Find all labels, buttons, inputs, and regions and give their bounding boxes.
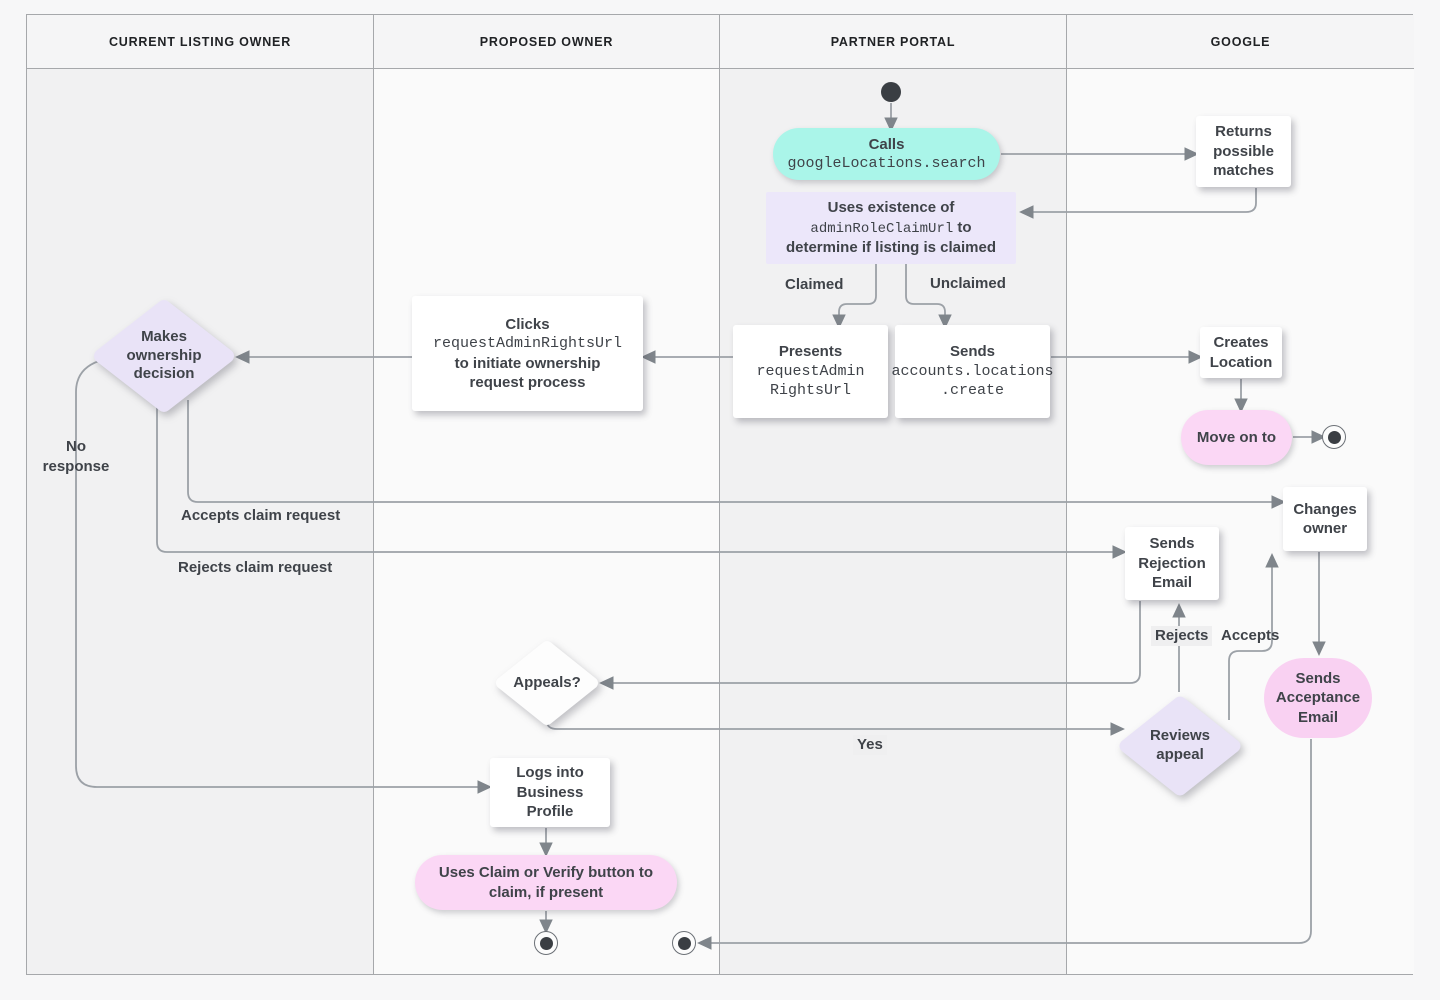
edge-label-rejects-claim-request: Rejects claim request [178,559,333,576]
node-title: Sends [949,343,995,361]
node-code-line1: requestAdmin [756,362,865,380]
node-makes-ownership-decision: Makes ownership decision [92,298,236,414]
node-sends-acceptance-email: Sends Acceptance Email [1264,658,1372,738]
node-clicks-requestadminrightsurl: Clicks requestAdminRightsUrl to initiate… [412,296,643,411]
node-code-line2: .create [940,382,1004,400]
node-uses-claim-or-verify: Uses Claim or Verify button to claim, if… [415,855,677,910]
node-title: Clicks [505,315,550,333]
end-node-proposed-owner [534,931,558,955]
edge-label-claimed: Claimed [785,276,844,293]
node-move-on-to: Move on to [1181,410,1292,465]
node-line2: to initiate ownership [454,354,601,372]
node-text: Returns possible matches [1213,123,1274,180]
node-text: Makes ownership decision [126,327,202,383]
edge-label-no-response: No response [42,438,110,476]
node-code: requestAdminRightsUrl [432,335,623,352]
edge-acceptance-to-end [697,739,1312,950]
lane-title: GOOGLE [1210,34,1271,49]
edge-rejects-claim [156,404,1127,559]
end-node-google [1322,425,1346,449]
node-returns-possible-matches: Returns possible matches [1196,116,1291,187]
node-calls-googlelocations-search: Calls googleLocations.search [773,128,1000,180]
node-line3: request process [469,374,586,391]
lane-header-partner-portal: PARTNER PORTAL [720,15,1067,69]
edge-label-unclaimed: Unclaimed [930,275,1006,292]
node-text: Creates Location [1209,334,1273,371]
edge-unclaimed-branch [905,264,952,329]
start-node [881,82,901,102]
node-code-line1: accounts.locations [891,362,1054,380]
edge-reviews-accepts [1228,553,1279,720]
note-line1: Uses existence of [827,199,955,217]
node-text: Reviews appeal [1149,727,1211,763]
lane-header-google: GOOGLE [1067,15,1414,69]
node-creates-location: Creates Location [1200,327,1282,378]
edge-rejection-to-appeals [599,601,1141,690]
node-text: Changes owner [1293,500,1357,538]
edge-label-rejects: Rejects [1151,626,1213,647]
node-text: Uses Claim or Verify button to claim, if… [438,864,654,901]
note-line2-suffix: to [953,218,972,236]
lane-header-current-listing-owner: CURRENT LISTING OWNER [27,15,374,69]
node-text: Logs into Business Profile [516,764,584,821]
edge-label-accepts: Accepts [1221,627,1280,644]
edge-appeals-yes-to-reviews [546,718,1125,736]
node-appeals-decision: Appeals? [495,640,599,726]
node-code-line2: RightsUrl [769,382,851,400]
node-logs-into-business-profile: Logs into Business Profile [490,758,610,827]
node-title: Presents [778,343,843,361]
node-code: googleLocations.search [787,155,986,172]
node-title: Calls [868,135,905,153]
note-line3: determine if listing is claimed [785,239,997,257]
node-reviews-appeal: Reviews appeal [1118,695,1242,797]
node-text: Move on to [1196,428,1277,446]
node-sends-accounts-locations-create: Sends accounts.locations .create [891,325,1054,418]
lane-title: CURRENT LISTING OWNER [108,34,292,49]
lane-title: PARTNER PORTAL [830,34,956,49]
node-sends-rejection-email: Sends Rejection Email [1125,527,1219,600]
lane-current-listing-owner [27,69,374,974]
lane-title: PROPOSED OWNER [479,34,614,49]
lane-header-proposed-owner: PROPOSED OWNER [374,15,720,69]
edge-returns-to-uses [1019,188,1257,219]
edge-claimed-branch [832,264,877,329]
edge-no-response [75,360,492,794]
end-node-partner-portal [672,931,696,955]
edge-label-yes: Yes [853,735,887,756]
edge-label-accepts-claim-request: Accepts claim request [181,507,341,524]
node-text: Sends Acceptance Email [1275,669,1361,726]
note-code: adminRoleClaimUrl [810,220,954,237]
node-changes-owner: Changes owner [1283,487,1367,551]
edge-accepts-claim [187,400,1286,509]
node-uses-existence-note: Uses existence of adminRoleClaimUrl to d… [766,192,1016,264]
node-presents-requestadminrightsurl: Presents requestAdmin RightsUrl [733,325,888,418]
node-text: Appeals? [513,673,581,691]
node-text: Sends Rejection Email [1138,535,1206,592]
